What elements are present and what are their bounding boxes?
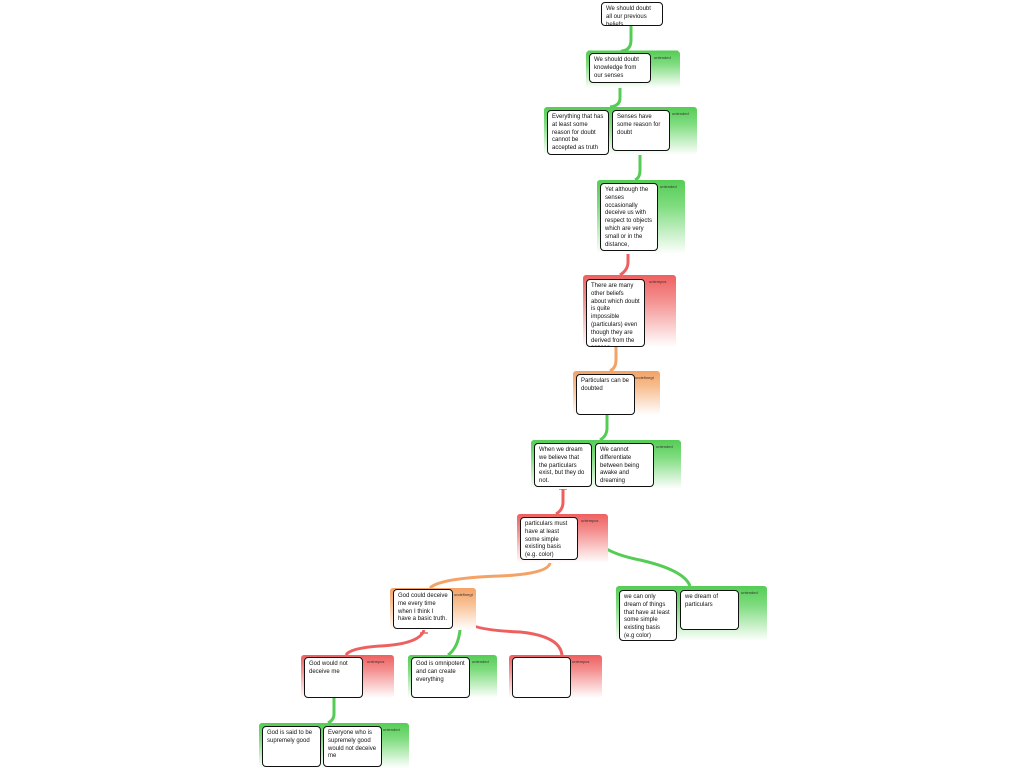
premise-node[interactable]: God is said to be supremely good [262,726,321,767]
group-tag: untended [660,184,677,189]
premise-node[interactable]: When we dream we believe that the partic… [534,443,592,487]
premise-node[interactable]: Senses have some reason for doubt [612,110,670,151]
group-tag: undefinegt [454,592,473,597]
premise-node[interactable]: we dream of particulars [680,590,739,630]
link-objection [344,629,426,656]
premise-node[interactable]: We should doubt knowledge from our sense… [589,53,651,83]
group-tag: untended [656,444,673,449]
group-tag: untended [654,55,671,60]
objection-node[interactable]: There are many other beliefs about which… [586,279,645,347]
link-support [599,414,609,442]
link-support [447,612,462,657]
group-tag: untempcs [649,279,667,284]
group-tag: untended [741,590,758,595]
premise-node[interactable]: we can only dream of things that have at… [619,590,677,641]
link-objection [463,619,564,656]
link-support [592,535,692,587]
link-rebuttal [428,562,552,590]
empty-objection-node[interactable] [512,657,571,698]
link-objection [555,487,565,516]
group-tag: undefinegt [635,375,654,380]
root-claim[interactable]: We should doubt all our previous beliefs [601,2,663,26]
group-tag: untended [383,727,400,732]
group-tag: untended [472,659,489,664]
link-support [634,151,642,182]
premise-node[interactable]: Everyone who is supremely good would not… [323,726,382,767]
objection-node[interactable]: particulars must have at least some simp… [520,517,578,560]
link-support [618,25,633,55]
group-tag: untempcs [572,659,590,664]
link-support [609,82,622,109]
objection-node[interactable]: God would not deceive me [304,657,363,698]
rebuttal-node[interactable]: God could deceive me every time when I t… [393,589,453,629]
group-tag: untempcs [367,659,385,664]
link-support [327,698,336,725]
premise-node[interactable]: God is omnipotent and can create everyth… [411,657,470,698]
rebuttal-node[interactable]: Particulars can be doubted [576,374,635,415]
premise-node[interactable]: Everything that has at least some reason… [547,110,609,155]
group-tag: untended [672,111,689,116]
link-objection [619,251,630,277]
premise-node[interactable]: Yet although the senses occasionally dec… [600,183,658,251]
premise-node[interactable]: We cannot differentiate between being aw… [595,443,654,487]
group-tag: untempcs [581,518,599,523]
link-rebuttal [609,346,618,373]
